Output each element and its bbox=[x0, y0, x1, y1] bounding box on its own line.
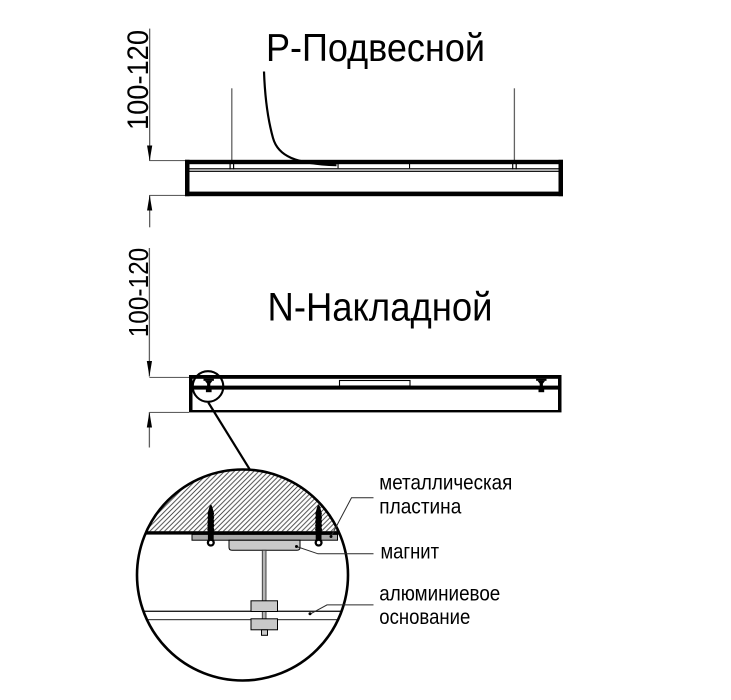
svg-text:алюминиевое: алюминиевое bbox=[379, 583, 500, 606]
svg-text:100-120: 100-120 bbox=[123, 248, 154, 338]
svg-text:магнит: магнит bbox=[381, 541, 440, 564]
svg-text:металлическая: металлическая bbox=[379, 472, 512, 495]
svg-text:N-Накладной: N-Накладной bbox=[268, 286, 493, 330]
svg-text:основание: основание bbox=[379, 606, 470, 629]
svg-text:пластина: пластина bbox=[379, 496, 461, 519]
svg-text:Р-Подвесной: Р-Подвесной bbox=[266, 27, 485, 70]
svg-text:100-120: 100-120 bbox=[123, 30, 155, 130]
